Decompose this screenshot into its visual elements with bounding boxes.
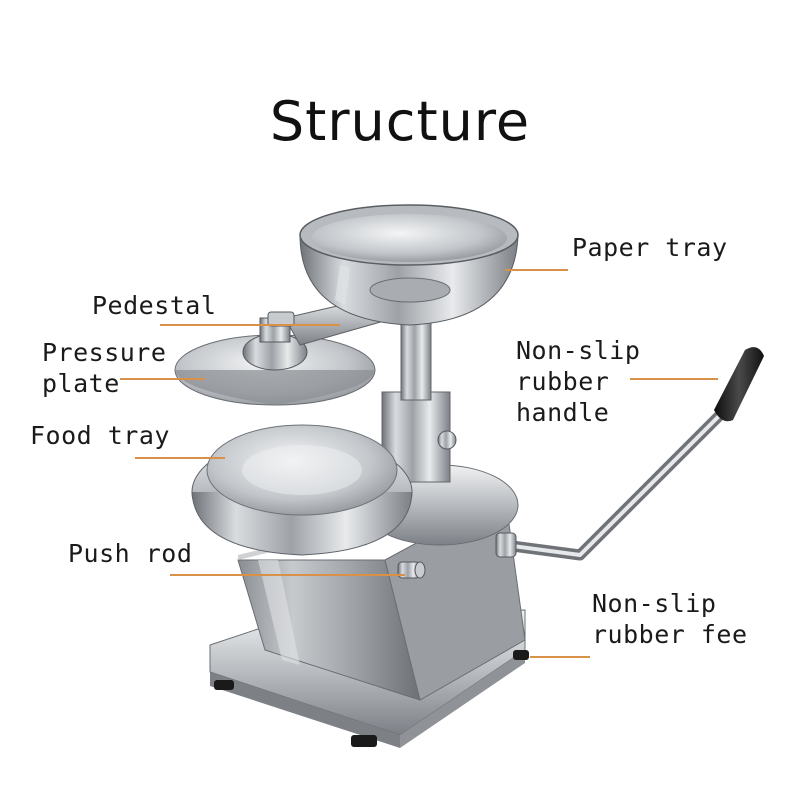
- label-feet-line-2: rubber fee: [592, 619, 748, 650]
- label-handle: Non-slip rubber handle: [516, 335, 640, 428]
- label-pressure-plate-line-2: plate: [42, 368, 166, 399]
- label-pedestal: Pedestal: [92, 290, 216, 321]
- label-feet: Non-slip rubber fee: [592, 588, 748, 650]
- handle-rubber-grip: [714, 347, 764, 421]
- label-food-tray: Food tray: [30, 420, 170, 451]
- label-paper-tray: Paper tray: [572, 232, 728, 263]
- label-feet-line-1: Non-slip: [592, 588, 748, 619]
- food-tray: [192, 425, 412, 555]
- label-push-rod: Push rod: [68, 538, 192, 569]
- label-pressure-plate-line-1: Pressure: [42, 337, 166, 368]
- central-column: [382, 300, 456, 482]
- label-handle-line-3: handle: [516, 397, 640, 428]
- label-pressure-plate: Pressure plate: [42, 337, 166, 399]
- label-handle-line-1: Non-slip: [516, 335, 640, 366]
- label-handle-line-2: rubber: [516, 366, 640, 397]
